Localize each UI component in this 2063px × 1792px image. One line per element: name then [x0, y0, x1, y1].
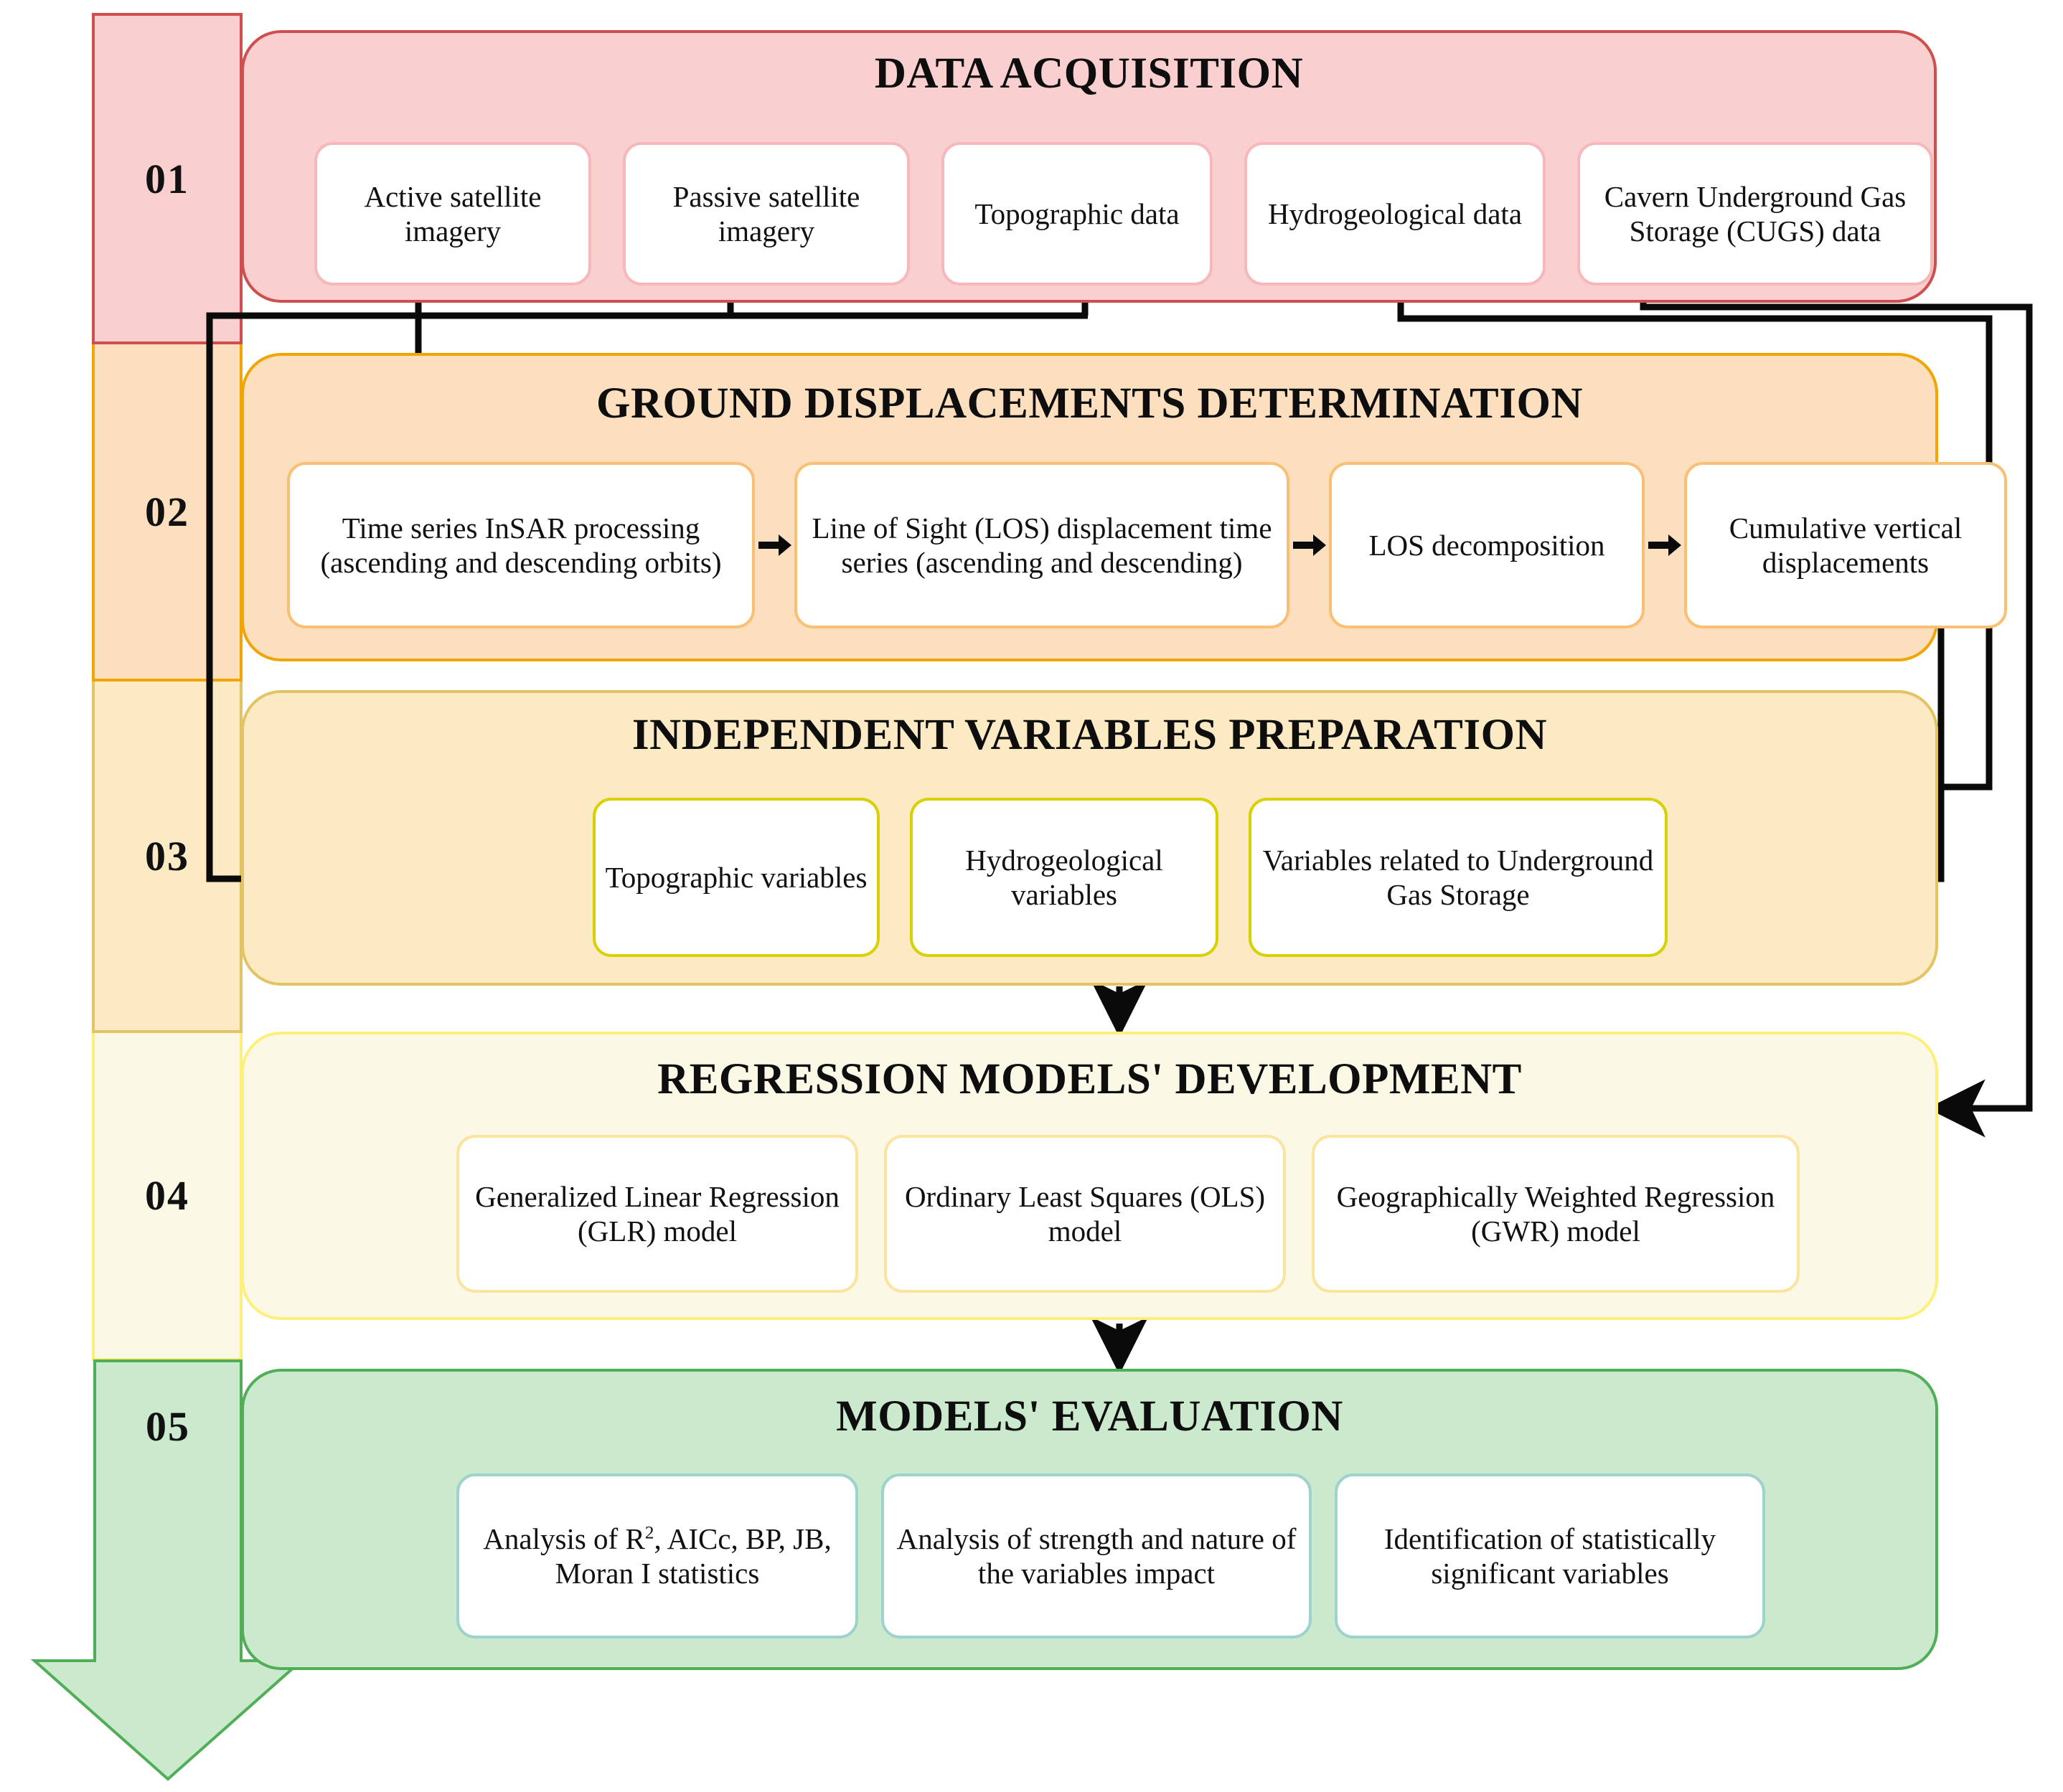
card-hydrogeological-data[interactable]: Hydrogeological data	[1244, 142, 1546, 286]
stage-cards-ground-displacements-determination: Time series InSAR processing (ascending …	[287, 462, 2007, 628]
card-label: Passive satellite imagery	[672, 179, 860, 247]
card-analysis-of-statistics[interactable]: Analysis of R2, AICc, BP, JB, Moran I st…	[456, 1473, 858, 1638]
rail-number-04: 04	[145, 1172, 189, 1219]
card-label: Topographic data	[974, 197, 1180, 230]
rail-band-02: 02	[92, 344, 243, 682]
card-label: Ordinary Least Squares (OLS) model	[904, 1179, 1266, 1248]
stage-cards-data-acquisition: Active satellite imagery Passive satelli…	[314, 142, 1933, 286]
card-cugs-data[interactable]: Cavern Underground Gas Storage (CUGS) da…	[1577, 142, 1933, 286]
arrow-right-icon	[1289, 462, 1329, 628]
card-cumulative-vertical-displacements[interactable]: Cumulative vertical displacements	[1684, 462, 2007, 628]
stage-data-acquisition: DATA ACQUISITION Active satellite imager…	[241, 30, 1937, 303]
card-label: LOS decomposition	[1368, 528, 1605, 562]
card-label: Analysis of strength and nature of the v…	[896, 1522, 1297, 1590]
rail-band-01: 01	[92, 13, 243, 344]
stage-title-models-evaluation: MODELS' EVALUATION	[836, 1392, 1343, 1440]
card-label: Line of Sight (LOS) displacement time se…	[812, 511, 1272, 579]
card-label: Topographic variables	[605, 860, 868, 894]
card-active-satellite-imagery[interactable]: Active satellite imagery	[314, 142, 591, 286]
card-label: Geographically Weighted Regression (GWR)…	[1336, 1179, 1775, 1248]
arrow-right-icon	[755, 462, 794, 628]
card-label: Generalized Linear Regression (GLR) mode…	[475, 1179, 840, 1248]
rail-band-04: 04	[92, 1033, 243, 1361]
stage-cards-independent-variables-preparation: Topographic variables Hydrogeological va…	[593, 798, 1669, 957]
rail-band-03: 03	[92, 682, 243, 1033]
rail-number-05: 05	[146, 1403, 190, 1450]
card-label: Hydrogeological data	[1267, 197, 1523, 230]
stage-title-regression-models-development: REGRESSION MODELS' DEVELOPMENT	[657, 1055, 1522, 1103]
rail-number-01: 01	[145, 155, 189, 202]
stage-cards-models-evaluation: Analysis of R2, AICc, BP, JB, Moran I st…	[456, 1473, 1777, 1638]
stage-number-rail: 01 02 03 04	[92, 13, 243, 1361]
card-los-displacement-time-series[interactable]: Line of Sight (LOS) displacement time se…	[794, 462, 1289, 628]
rail-number-03: 03	[145, 832, 189, 880]
card-label: Analysis of R2, AICc, BP, JB, Moran I st…	[483, 1522, 832, 1590]
card-hydrogeological-variables[interactable]: Hydrogeological variables	[910, 798, 1218, 957]
stage-ground-displacements-determination: GROUND DISPLACEMENTS DETERMINATION Time …	[241, 353, 2007, 661]
card-label: Cavern Underground Gas Storage (CUGS) da…	[1604, 179, 1907, 247]
card-label: Identification of statistically signific…	[1383, 1522, 1716, 1590]
stage-models-evaluation: MODELS' EVALUATION Analysis of R2, AICc,…	[241, 1369, 1938, 1670]
card-glr-model[interactable]: Generalized Linear Regression (GLR) mode…	[456, 1135, 858, 1293]
card-topographic-variables[interactable]: Topographic variables	[593, 798, 880, 957]
stage-title-data-acquisition: DATA ACQUISITION	[874, 49, 1304, 98]
card-variables-related-to-ugs[interactable]: Variables related to Underground Gas Sto…	[1249, 798, 1668, 957]
card-los-decomposition[interactable]: LOS decomposition	[1329, 462, 1645, 628]
card-label: Variables related to Underground Gas Sto…	[1262, 843, 1654, 911]
stage-cards-regression-models-development: Generalized Linear Regression (GLR) mode…	[456, 1135, 1805, 1293]
card-label: Time series InSAR processing (ascending …	[320, 511, 722, 579]
stage-title-independent-variables-preparation: INDEPENDENT VARIABLES PREPARATION	[631, 711, 1548, 759]
card-label: Hydrogeological variables	[965, 843, 1163, 911]
card-passive-satellite-imagery[interactable]: Passive satellite imagery	[623, 142, 910, 286]
card-ols-model[interactable]: Ordinary Least Squares (OLS) model	[884, 1135, 1286, 1293]
stage-regression-models-development: REGRESSION MODELS' DEVELOPMENT Generaliz…	[241, 1032, 1938, 1320]
card-analysis-of-strength-and-nature[interactable]: Analysis of strength and nature of the v…	[881, 1473, 1312, 1638]
card-label: Active satellite imagery	[364, 179, 542, 247]
card-gwr-model[interactable]: Geographically Weighted Regression (GWR)…	[1312, 1135, 1800, 1293]
stage-independent-variables-preparation: INDEPENDENT VARIABLES PREPARATION Topogr…	[241, 690, 1938, 986]
card-identification-of-significant-variables[interactable]: Identification of statistically signific…	[1335, 1473, 1765, 1638]
card-time-series-insar-processing[interactable]: Time series InSAR processing (ascending …	[287, 462, 755, 628]
rail-number-02: 02	[145, 488, 189, 535]
card-topographic-data[interactable]: Topographic data	[941, 142, 1213, 286]
arrow-right-icon	[1645, 462, 1684, 628]
stage-title-ground-displacements-determination: GROUND DISPLACEMENTS DETERMINATION	[596, 379, 1583, 428]
card-label: Cumulative vertical displacements	[1729, 511, 1963, 579]
